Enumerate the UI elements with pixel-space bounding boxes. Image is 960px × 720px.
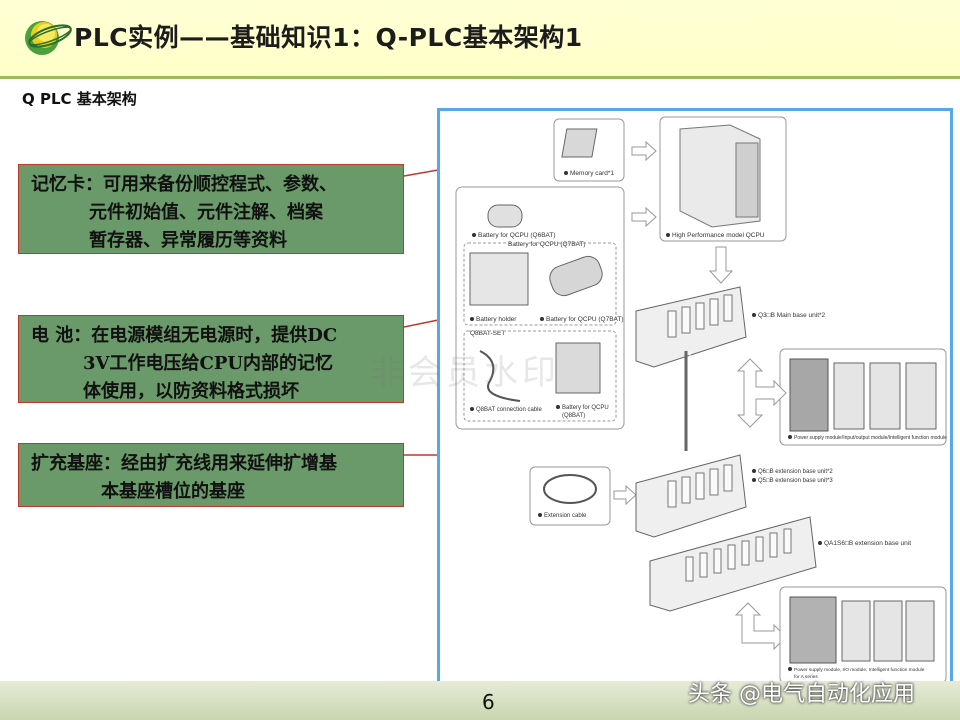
a-series-label-1: Power supply module, I/O module, Intelli… xyxy=(794,667,925,673)
callout-line: 元件初始值、元件注解、档案 xyxy=(89,202,323,223)
member-watermark: 非会员水印 xyxy=(370,353,560,393)
arrow-right-icon xyxy=(613,484,637,506)
bullet-dot xyxy=(472,233,476,237)
a-series-power-module xyxy=(789,596,837,664)
q8bat-set-group xyxy=(463,330,617,422)
bullet-dot xyxy=(788,667,792,671)
bullet-dot xyxy=(752,313,756,317)
bullet-dot xyxy=(752,478,756,482)
main-base-label: Q3□B Main base unit*2 xyxy=(758,312,826,319)
power-supply-module xyxy=(789,358,829,432)
diagram-svg: Memory card*1 High Performance model QCP… xyxy=(455,116,947,684)
battery-q7-label: Battery for QCPU (Q7BAT) xyxy=(508,241,586,248)
header-divider xyxy=(0,76,960,79)
memory-card-icon xyxy=(561,128,598,158)
bullet-dot xyxy=(564,171,568,175)
source-watermark: 头条 @电气自动化应用 xyxy=(688,682,915,707)
arrow-down-icon xyxy=(708,246,734,284)
modules-label: Power supply module/Input/output module/… xyxy=(794,435,947,441)
ext-cable-label: Extension cable xyxy=(544,513,587,519)
io-module xyxy=(869,362,901,430)
logo-icon xyxy=(25,21,72,55)
callout-line: 本基座槽位的基座 xyxy=(101,481,245,502)
intelligent-module xyxy=(905,362,937,430)
arrow-right-icon xyxy=(631,140,657,162)
battery-q8-label-1: Battery for QCPU xyxy=(562,405,609,411)
memory-card-label: Memory card*1 xyxy=(570,170,614,177)
battery-holder-label: Battery holder xyxy=(476,316,517,323)
ext-base-label-1: Q6□B extension base unit*2 xyxy=(758,469,833,475)
callout-line: 3V工作电压给CPU内部的记忆 xyxy=(83,353,334,374)
q8bat-set-label: Q8BAT-SET xyxy=(470,330,505,337)
a-series-io-module xyxy=(873,600,903,662)
arrow-right-icon xyxy=(631,206,657,228)
bullet-dot xyxy=(666,233,670,237)
callout-expansion-base: 扩充基座：经由扩充线用来延伸扩增基 本基座槽位的基座 xyxy=(18,443,404,507)
cpu-front-panel xyxy=(735,142,759,218)
bullet-dot xyxy=(540,317,544,321)
extension-cable-box xyxy=(529,466,611,526)
slide-header xyxy=(0,0,960,78)
q6bat-icon xyxy=(487,204,523,228)
battery-q8-label-2: (Q8BAT) xyxy=(562,413,585,419)
bullet-dot xyxy=(752,469,756,473)
page-number: 6 xyxy=(482,690,495,714)
a-series-io-module xyxy=(841,600,871,662)
battery-q7-label-2: Battery for QCPU (Q7BAT) xyxy=(546,316,624,323)
hp-cpu-label: High Performance model QCPU xyxy=(672,232,765,239)
callout-line: 体使用，以防资料格式损坏 xyxy=(83,381,299,402)
battery-q6-label: Battery for QCPU (Q6BAT) xyxy=(478,232,556,239)
callout-line: 扩充基座：经由扩充线用来延伸扩增基 xyxy=(31,453,337,474)
ext-base-slots xyxy=(667,464,733,508)
a-series-label-2: for A series xyxy=(794,674,818,680)
callout-memory-card: 记忆卡：可用来备份顺控程式、参数、 元件初始值、元件注解、档案 暂存器、异常履历… xyxy=(18,164,404,254)
ext-base-label-2: Q5□B extension base unit*3 xyxy=(758,478,833,484)
callout-line: 电 池：在电源模组无电源时，提供DC xyxy=(31,325,338,346)
page-title: PLC实例——基础知识1：Q-PLC基本架构1 xyxy=(74,23,583,52)
footer-band xyxy=(0,681,960,720)
bullet-dot xyxy=(470,407,474,411)
battery-holder-icon xyxy=(469,252,529,306)
section-subtitle: Q PLC 基本架构 xyxy=(22,90,137,108)
double-arrow-icon xyxy=(736,358,787,428)
bullet-dot xyxy=(470,317,474,321)
bullet-dot xyxy=(556,405,560,409)
q8bat-cable-icon xyxy=(479,350,521,402)
cable-coil-icon xyxy=(543,474,597,504)
bullet-dot xyxy=(538,513,542,517)
callout-battery: 电 池：在电源模组无电源时，提供DC 3V工作电压给CPU内部的记忆 体使用，以… xyxy=(18,315,404,403)
a-series-intelligent-module xyxy=(905,600,935,662)
bullet-dot xyxy=(818,541,822,545)
q7bat-icon xyxy=(549,255,603,297)
qa1s6-label: QA1S6□B extension base unit xyxy=(824,540,911,547)
main-base-slots xyxy=(667,294,733,338)
battery-q7-group xyxy=(463,242,617,326)
q8bat-cable-label: Q8BAT connection cable xyxy=(476,407,542,413)
io-module xyxy=(833,362,865,430)
callout-line: 暂存器、异常履历等资料 xyxy=(89,230,287,251)
q8bat-icon xyxy=(555,342,601,394)
q-plc-architecture-diagram: Memory card*1 High Performance model QCP… xyxy=(437,108,953,690)
callout-line: 记忆卡：可用来备份顺控程式、参数、 xyxy=(31,174,337,195)
arrow-icon xyxy=(734,602,787,651)
bullet-dot xyxy=(788,435,792,439)
qa1s6-slots xyxy=(685,528,792,582)
